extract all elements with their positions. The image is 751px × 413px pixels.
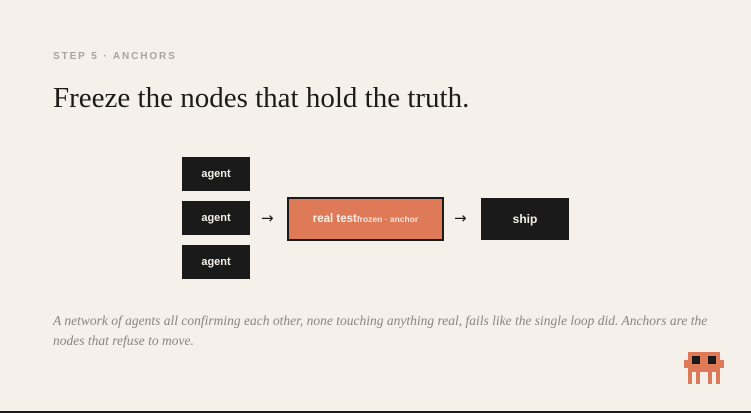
ship-node: ship	[481, 198, 569, 240]
page-title: Freeze the nodes that hold the truth.	[53, 82, 470, 114]
agent-node-2: agent	[182, 201, 250, 235]
agent-node-1: agent	[182, 157, 250, 191]
anchor-node-label: real test	[312, 213, 357, 225]
pixel-creature-icon	[684, 352, 724, 384]
arrow-to-ship: →	[454, 209, 467, 227]
caption: A network of agents all confirming each …	[53, 313, 708, 348]
anchor-node-sublabel: frozen · anchor	[356, 214, 419, 224]
agent-node-3: agent	[182, 245, 250, 279]
eyebrow-label: STEP 5 · ANCHORS	[53, 51, 177, 62]
arrow-to-anchor: →	[261, 209, 274, 227]
bottom-rule	[0, 411, 751, 413]
